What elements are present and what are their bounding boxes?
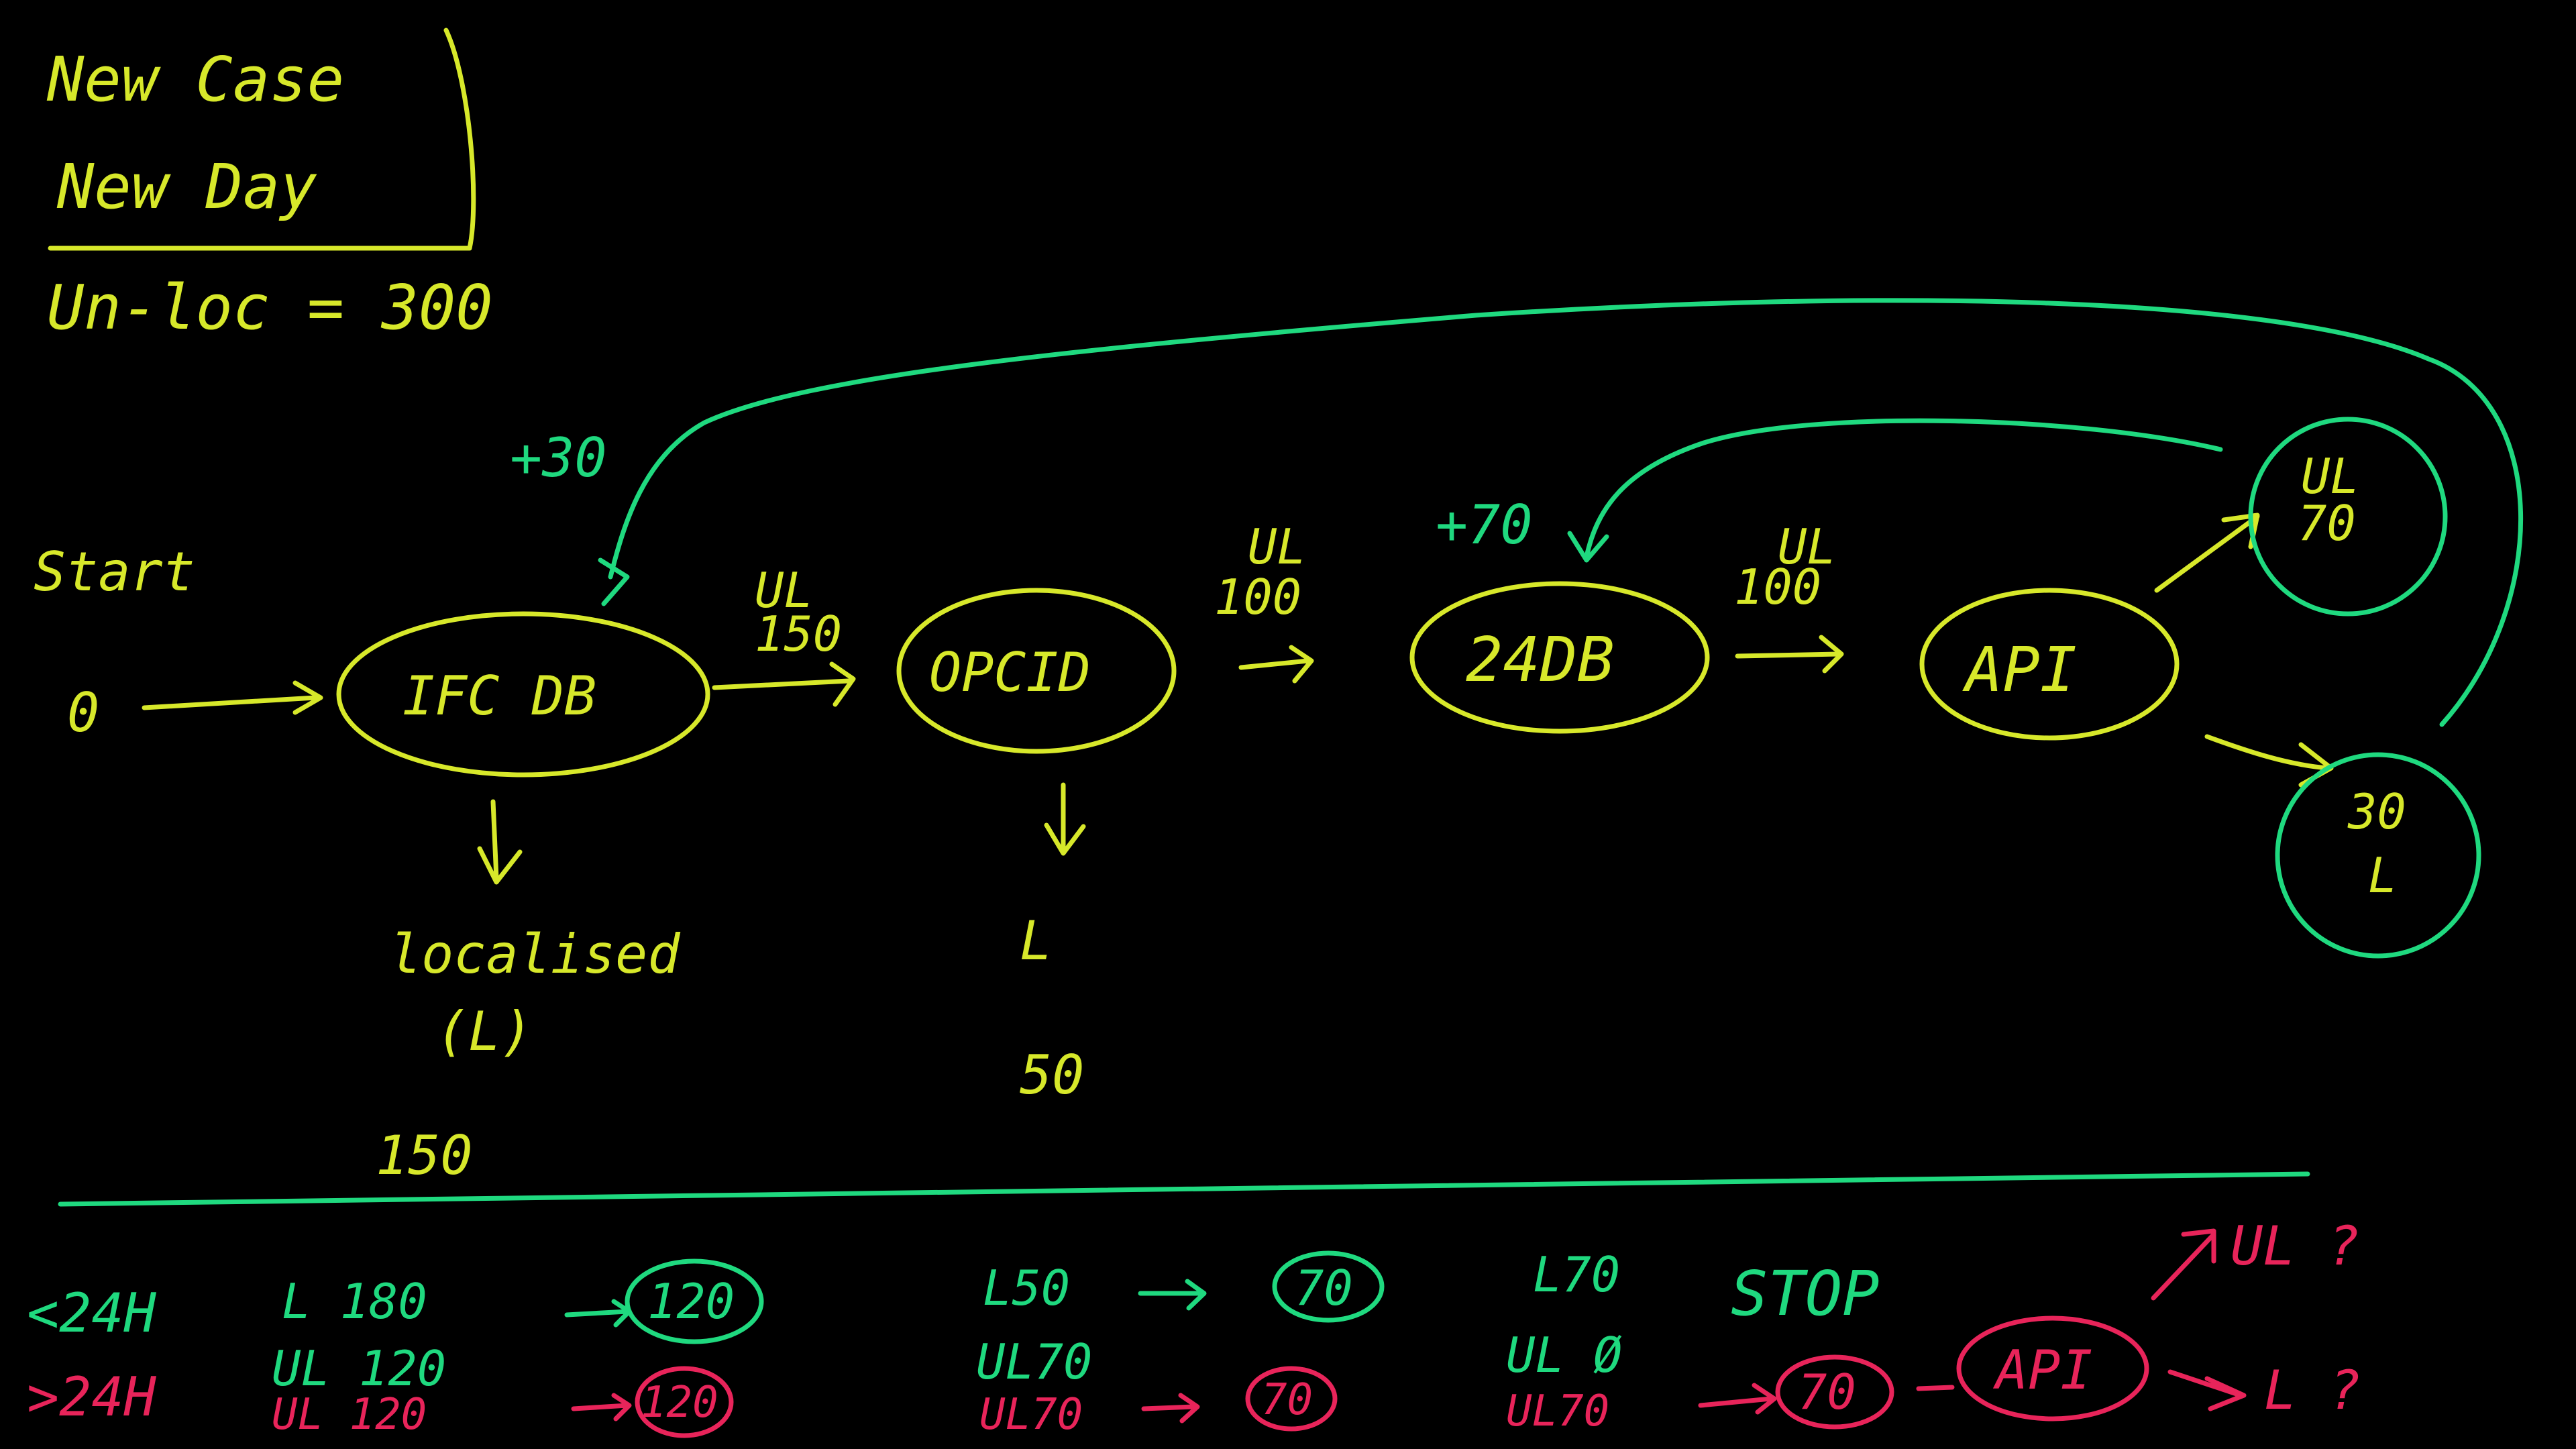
ifc-db-ellipse xyxy=(336,611,710,777)
header-new-case: New Case xyxy=(46,44,344,115)
start-label: Start xyxy=(34,541,195,603)
ifc-db-label: IFC DB xyxy=(402,665,596,727)
localised-label: localised xyxy=(389,923,680,985)
bottom-summary: <24H >24H L 180 UL 120 UL 120 120 120 L5… xyxy=(27,1215,2361,1440)
api-node: API UL 70 30 L xyxy=(1919,417,2481,959)
start-section: Start 0 xyxy=(34,541,323,744)
db24-node: 24DB +70 UL 100 xyxy=(1409,494,1844,734)
api-ul-label: UL xyxy=(2301,448,2359,504)
opcid-ul-label: UL xyxy=(1248,519,1306,575)
ifc-to-opcid-arrow xyxy=(712,661,856,707)
opcid-l-value: 50 xyxy=(1020,1044,1084,1106)
opcid-ul-value: 100 xyxy=(1214,569,1301,625)
col2-red-value: 120 xyxy=(641,1378,718,1428)
header-unloc: Un-loc = 300 xyxy=(47,272,493,343)
ifc-ul-value: 150 xyxy=(755,606,842,662)
ul-question: UL ? xyxy=(2231,1215,2360,1277)
ifc-to-localised-arrow xyxy=(477,799,523,885)
col1-ul-red: UL 120 xyxy=(272,1390,427,1440)
db24-plus70: +70 xyxy=(1436,494,1533,556)
start-arrow xyxy=(142,680,323,715)
opcid-down-arrow xyxy=(1044,782,1086,856)
api-label: API xyxy=(1962,634,2077,706)
ifc-plus30: +30 xyxy=(510,427,607,489)
localised-value: 150 xyxy=(376,1124,473,1187)
col4-red-circle xyxy=(1245,1366,1338,1432)
col2-green-arrow xyxy=(564,1299,632,1328)
header-bracket xyxy=(48,28,476,251)
opcid-l-label: L xyxy=(1020,910,1052,972)
ifc-db-node: IFC DB +30 localised (L) 150 UL 150 xyxy=(336,427,856,1187)
red-api-circle xyxy=(1956,1316,2149,1421)
ifc-arrowhead-top xyxy=(598,557,630,606)
localised-short: (L) xyxy=(436,1000,533,1063)
api-l-value: 30 xyxy=(2347,784,2406,840)
opcid-label: OPCID xyxy=(929,641,1091,704)
col3-red-arrow xyxy=(1141,1393,1200,1424)
db24-ul-label: UL xyxy=(1778,519,1836,575)
col1-l: L 180 xyxy=(282,1273,427,1330)
api-ul-circle xyxy=(2248,417,2448,616)
header-new-day: New Day xyxy=(56,151,317,223)
red-70-circle xyxy=(1775,1354,1894,1430)
col2-red-arrow xyxy=(571,1393,632,1421)
db24-ellipse xyxy=(1409,581,1710,734)
db24-to-api-arrow xyxy=(1735,635,1844,674)
col5-l: L70 xyxy=(1533,1246,1620,1303)
api-to-ul-arrow xyxy=(2154,513,2260,593)
col3-arrow xyxy=(1138,1279,1207,1311)
col3-ul: UL70 xyxy=(976,1334,1092,1390)
l-question: L ? xyxy=(2264,1359,2361,1421)
loop-ul70-to-24db xyxy=(1567,418,2223,563)
opcid-ellipse xyxy=(896,588,1177,754)
red-arrow-to-70 xyxy=(1698,1383,1777,1415)
api-ellipse xyxy=(1919,588,2180,741)
api-l-label: L xyxy=(2368,847,2397,904)
col2-red-circle xyxy=(635,1366,734,1438)
red-arrow-down xyxy=(2167,1369,2247,1411)
db24-label: 24DB xyxy=(1466,624,1615,696)
red-70-value: 70 xyxy=(1798,1364,1856,1420)
header-section: New Case New Day Un-loc = 300 xyxy=(46,28,493,343)
stop-label: STOP xyxy=(1731,1258,1880,1330)
red-dash xyxy=(1916,1385,1955,1391)
col5-ul-red: UL70 xyxy=(1506,1387,1609,1436)
start-value: 0 xyxy=(67,682,99,744)
ifc-ul-label: UL xyxy=(755,562,813,619)
col4-green-circle xyxy=(1272,1250,1385,1323)
col3-l: L50 xyxy=(983,1260,1070,1316)
opcid-node: OPCID L 50 UL 100 xyxy=(896,519,1314,1106)
col3-ul-red: UL70 xyxy=(979,1390,1083,1440)
opcid-to-24db-arrow xyxy=(1238,645,1314,684)
api-l-circle xyxy=(2275,752,2481,959)
gt24h-label: >24H xyxy=(27,1366,156,1428)
api-ul-value: 70 xyxy=(2298,495,2356,551)
red-api-label: API xyxy=(1992,1339,2093,1401)
red-arrow-up xyxy=(2151,1228,2216,1301)
col4-green-value: 70 xyxy=(1295,1260,1353,1316)
section-divider xyxy=(58,1171,2310,1207)
col1-ul: UL 120 xyxy=(272,1340,446,1397)
lt24h-label: <24H xyxy=(27,1282,156,1344)
col2-green-circle xyxy=(625,1258,764,1344)
loop-l30-to-ifc xyxy=(608,298,2523,727)
col4-red-value: 70 xyxy=(1261,1375,1313,1425)
col5-ul: UL Ø xyxy=(1506,1327,1622,1383)
db24-ul-value: 100 xyxy=(1734,559,1821,615)
col2-green-value: 120 xyxy=(647,1273,735,1330)
